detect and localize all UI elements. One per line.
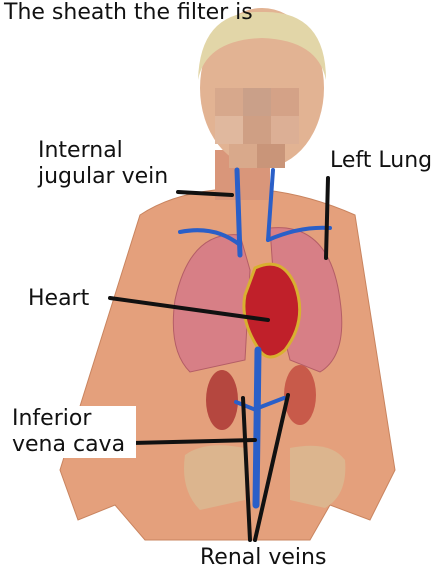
title-text: The sheath the filter is xyxy=(4,0,204,26)
label-inferior-vena-cava: Inferior vena cava xyxy=(12,406,136,458)
right-kidney xyxy=(206,370,238,430)
label-heart: Heart xyxy=(28,286,89,312)
lung-pointer xyxy=(326,178,328,258)
label-internal-jugular-vein: Internal jugular vein xyxy=(38,138,188,190)
pelvis xyxy=(184,445,245,510)
label-renal-veins: Renal veins xyxy=(200,545,326,571)
label-left-lung: Left Lung xyxy=(330,148,432,174)
